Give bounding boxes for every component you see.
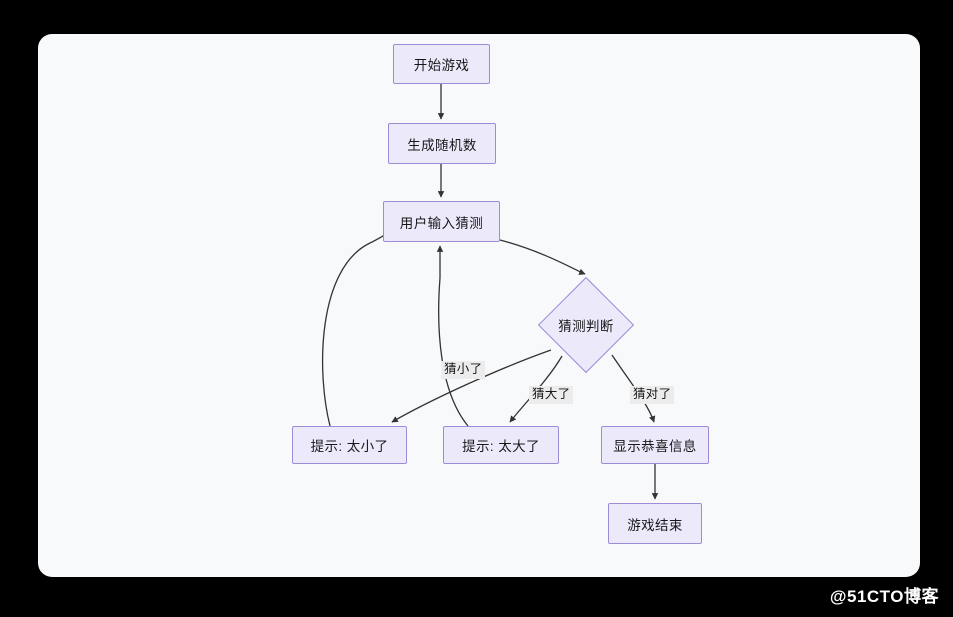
edge-label-guessed-correct: 猜对了 [630, 386, 675, 404]
edge-label-guessed-high: 猜大了 [529, 386, 574, 404]
watermark: @51CTO博客 [829, 587, 939, 606]
node-user-input-guess[interactable]: 用户输入猜测 [383, 201, 500, 242]
node-hint-too-small-label: 提示: 太小了 [310, 439, 389, 454]
diagram-card [38, 34, 920, 577]
node-game-end-label: 游戏结束 [627, 517, 683, 533]
node-show-congrats[interactable]: 显示恭喜信息 [601, 426, 709, 464]
node-start-label: 开始游戏 [413, 58, 470, 73]
node-hint-too-large-label: 提示: 太大了 [462, 439, 540, 454]
node-game-end[interactable]: 游戏结束 [608, 503, 702, 544]
node-start[interactable]: 开始游戏 [393, 44, 490, 84]
node-hint-too-large[interactable]: 提示: 太大了 [443, 426, 559, 464]
edge-label-guessed-low: 猜小了 [441, 361, 486, 379]
node-generate-random-label: 生成随机数 [407, 137, 477, 153]
node-show-congrats-label: 显示恭喜信息 [613, 439, 697, 454]
node-generate-random[interactable]: 生成随机数 [388, 123, 496, 164]
node-guess-judgement-label: 猜测判断 [558, 319, 614, 334]
node-hint-too-small[interactable]: 提示: 太小了 [292, 426, 407, 464]
node-user-input-guess-label: 用户输入猜测 [399, 215, 484, 231]
